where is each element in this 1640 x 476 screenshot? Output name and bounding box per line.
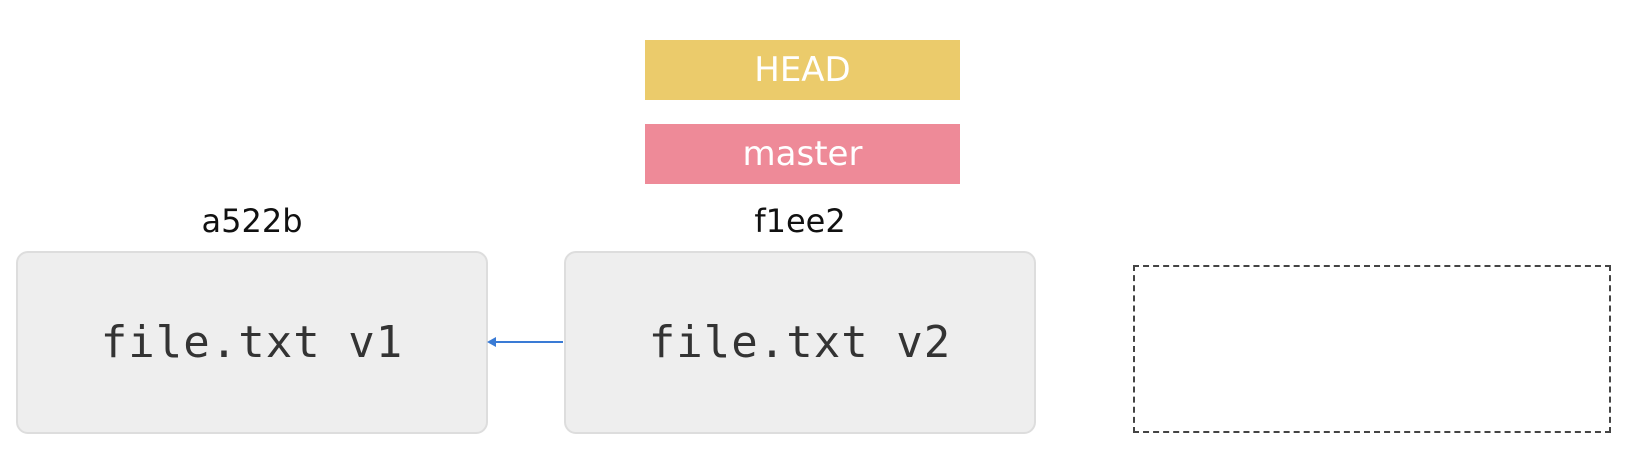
head-pointer: HEAD: [645, 40, 960, 100]
master-label: master: [742, 134, 863, 174]
head-label: HEAD: [754, 50, 851, 90]
commit-content-a522b: file.txt v1: [100, 317, 404, 368]
master-branch-pointer: master: [645, 124, 960, 184]
next-commit-placeholder: [1133, 265, 1611, 433]
commit-hash-a522b: a522b: [201, 202, 303, 240]
commit-content-f1ee2: file.txt v2: [648, 317, 952, 368]
commit-box-f1ee2: file.txt v2: [564, 251, 1036, 434]
commit-box-a522b: file.txt v1: [16, 251, 488, 434]
commit-hash-f1ee2: f1ee2: [754, 202, 846, 240]
parent-arrow-head-icon: [487, 337, 496, 347]
